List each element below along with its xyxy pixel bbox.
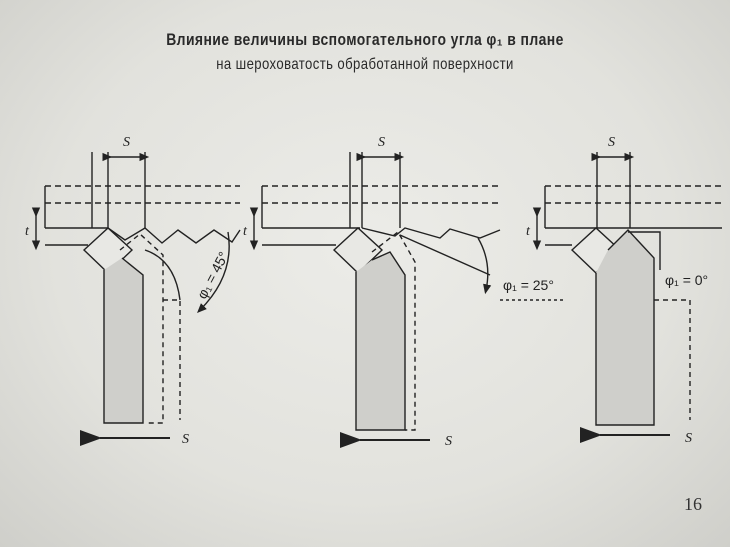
tool-insert <box>82 227 134 274</box>
tool-insert <box>332 227 384 274</box>
angle-label-3: φ₁ = 0° <box>665 272 708 288</box>
feed-label-3: S <box>608 135 615 150</box>
slide-title: Влияние величины вспомогательного угла φ… <box>166 30 564 49</box>
roughness-profile <box>361 227 501 239</box>
diagram-phi-45 <box>31 152 241 446</box>
angle-ray <box>144 249 181 301</box>
diagram-phi-25 <box>249 152 565 448</box>
angle-ray <box>399 234 491 276</box>
angle-arc <box>477 237 492 295</box>
bottom-feed-label-3: S <box>685 431 692 446</box>
tool-next-shank <box>163 299 181 420</box>
tool-next-position <box>371 230 416 431</box>
tool-flat-edge <box>628 231 661 270</box>
depth-label-1: t <box>25 224 30 239</box>
feed-label-2: S <box>378 135 385 150</box>
tool-shank <box>595 228 655 426</box>
tool-shank <box>355 251 406 431</box>
page-number: 16 <box>684 494 702 514</box>
angle-arc <box>197 231 230 313</box>
diagram-phi-0 <box>532 152 722 443</box>
feed-label-1: S <box>123 135 130 150</box>
angle-label-2: φ₁ = 25° <box>503 277 554 293</box>
bottom-feed-label-2: S <box>445 434 452 449</box>
angle-label-1: φ₁ = 45° <box>194 249 232 301</box>
depth-label-3: t <box>526 224 531 239</box>
tool-next-position <box>654 299 691 420</box>
slide-subtitle: на шероховатость обработанной поверхност… <box>216 56 514 73</box>
tool-shank <box>103 257 144 424</box>
roughness-profile <box>107 227 241 244</box>
bottom-feed-label-1: S <box>182 432 189 447</box>
depth-label-2: t <box>243 224 248 239</box>
tool-next-position <box>119 233 164 424</box>
